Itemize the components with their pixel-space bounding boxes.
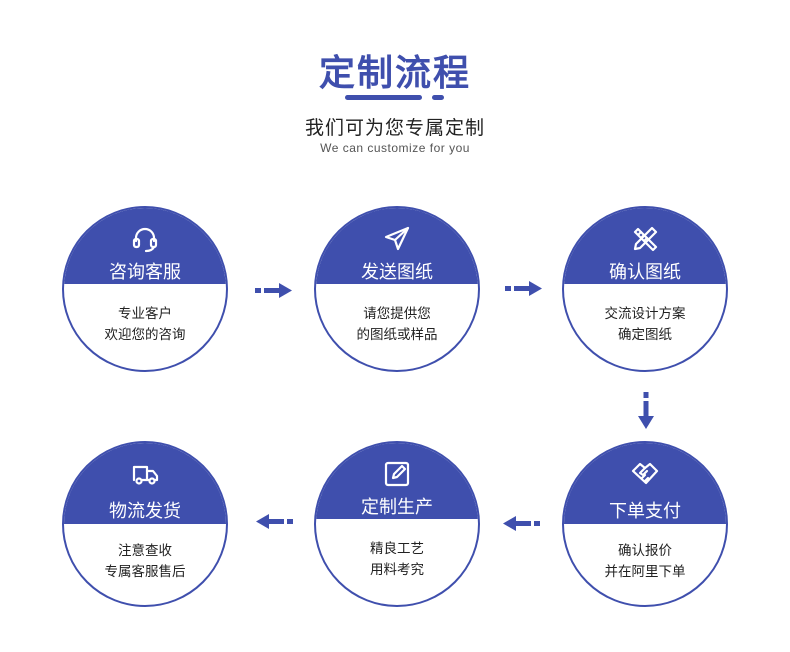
truck-icon bbox=[64, 459, 226, 489]
step-description: 确认报价 并在阿里下单 bbox=[564, 541, 726, 583]
step-label: 确认图纸 bbox=[609, 262, 681, 283]
step-header bbox=[564, 208, 726, 285]
headset-icon bbox=[64, 224, 226, 254]
step-label: 定制生产 bbox=[361, 497, 433, 518]
step-desc-line: 用料考究 bbox=[370, 562, 424, 578]
step-order-payment: 下单支付 确认报价 并在阿里下单 bbox=[562, 441, 728, 607]
arrow-left-icon bbox=[256, 514, 293, 529]
title-underline-dot bbox=[432, 95, 444, 100]
step-production: 定制生产 精良工艺 用料考究 bbox=[314, 441, 480, 607]
step-header bbox=[64, 208, 226, 285]
step-desc-line: 专属客服售后 bbox=[104, 564, 186, 580]
subtitle: 我们可为您专属定制 bbox=[304, 117, 485, 139]
step-desc-line: 确定图纸 bbox=[618, 327, 672, 343]
step-description: 交流设计方案 确定图纸 bbox=[564, 304, 726, 346]
step-description: 注意查收 专属客服售后 bbox=[64, 541, 226, 583]
step-desc-line: 请您提供您 bbox=[363, 306, 431, 322]
arrow-down-icon bbox=[638, 392, 654, 429]
step-header bbox=[64, 443, 226, 524]
step-shipping: 物流发货 注意查收 专属客服售后 bbox=[62, 441, 228, 607]
step-label: 下单支付 bbox=[609, 501, 681, 522]
step-description: 精良工艺 用料考究 bbox=[316, 539, 478, 581]
step-desc-line: 专业客户 bbox=[118, 306, 172, 322]
edit-icon bbox=[316, 459, 478, 489]
step-description: 专业客户 欢迎您的咨询 bbox=[64, 304, 226, 346]
arrow-left-icon bbox=[503, 516, 540, 531]
step-desc-line: 的图纸或样品 bbox=[356, 327, 438, 343]
paper-plane-icon bbox=[316, 224, 478, 254]
handshake-icon bbox=[564, 459, 726, 489]
title-underline bbox=[345, 95, 422, 100]
step-description: 请您提供您 的图纸或样品 bbox=[316, 304, 478, 346]
step-desc-line: 精良工艺 bbox=[370, 541, 424, 557]
step-desc-line: 交流设计方案 bbox=[604, 306, 686, 322]
arrow-right-icon bbox=[255, 283, 292, 298]
ruler-pencil-icon bbox=[564, 224, 726, 254]
arrow-right-icon bbox=[505, 281, 542, 296]
step-label: 发送图纸 bbox=[361, 262, 433, 283]
subtitle-english: We can customize for you bbox=[320, 141, 470, 155]
page-title: 定制流程 bbox=[318, 53, 471, 94]
step-label: 物流发货 bbox=[109, 501, 181, 522]
step-desc-line: 确认报价 bbox=[618, 543, 672, 559]
step-confirm-drawing: 确认图纸 交流设计方案 确定图纸 bbox=[562, 206, 728, 372]
step-label: 咨询客服 bbox=[109, 262, 181, 283]
step-consult: 咨询客服 专业客户 欢迎您的咨询 bbox=[62, 206, 228, 372]
step-header bbox=[316, 443, 478, 520]
step-send-drawing: 发送图纸 请您提供您 的图纸或样品 bbox=[314, 206, 480, 372]
step-desc-line: 欢迎您的咨询 bbox=[104, 327, 186, 343]
step-desc-line: 并在阿里下单 bbox=[604, 564, 686, 580]
step-desc-line: 注意查收 bbox=[118, 543, 172, 559]
